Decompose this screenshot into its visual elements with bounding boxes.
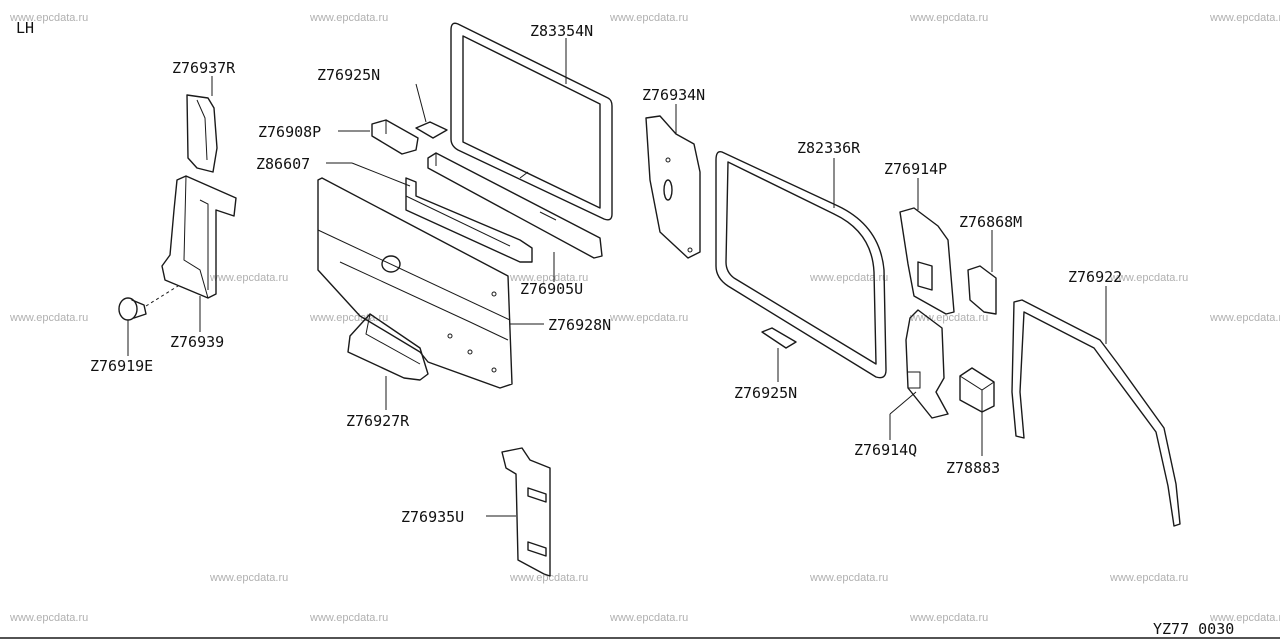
label-z76925n-top[interactable]: Z76925N [317,66,380,84]
part-z76925n-bottom-drawing[interactable] [761,327,797,349]
watermark: www.epcdata.ru [509,572,588,584]
part-z76905u-drawing[interactable] [427,152,603,259]
label-z76935u[interactable]: Z76935U [401,508,464,526]
watermark: www.epcdata.ru [809,272,888,284]
watermark: www.epcdata.ru [9,312,88,324]
side-label: LH [16,19,34,37]
label-z78883[interactable]: Z78883 [946,459,1000,477]
part-z86607-drawing[interactable] [405,177,533,263]
part-z76937r-drawing[interactable] [186,94,218,173]
label-z76928n[interactable]: Z76928N [548,316,611,334]
part-z76925n-top-drawing[interactable] [415,121,448,139]
label-z76908p[interactable]: Z76908P [258,123,321,141]
part-z76927r-drawing[interactable] [347,313,429,381]
watermark: www.epcdata.ru [9,12,88,24]
watermark: www.epcdata.ru [609,612,688,624]
part-z76922-drawing[interactable] [1011,299,1181,527]
watermark: www.epcdata.ru [609,312,688,324]
label-z76922[interactable]: Z76922 [1068,268,1122,286]
part-z76914p-drawing[interactable] [899,207,955,315]
watermark: www.epcdata.ru [1209,12,1280,24]
watermark: www.epcdata.ru [509,272,588,284]
label-z83354n[interactable]: Z83354N [530,22,593,40]
label-z76905u[interactable]: Z76905U [520,280,583,298]
part-z76939-drawing[interactable] [161,175,237,299]
part-z76868m-drawing[interactable] [967,265,997,315]
watermark: www.epcdata.ru [1109,272,1188,284]
part-z76914q-drawing[interactable] [905,309,949,419]
label-z76868m[interactable]: Z76868M [959,213,1022,231]
part-z82336r-drawing[interactable] [715,150,887,379]
watermark: www.epcdata.ru [909,612,988,624]
watermark: www.epcdata.ru [1209,612,1280,624]
part-z76934n-drawing[interactable] [645,115,701,259]
label-z76939[interactable]: Z76939 [170,333,224,351]
part-z76919e-drawing[interactable] [118,285,179,321]
diagram-code: YZ77 0030 [1153,620,1234,638]
watermark: www.epcdata.ru [309,12,388,24]
label-z76937r[interactable]: Z76937R [172,59,236,77]
part-z76928n-drawing[interactable] [317,177,513,389]
label-z76927r[interactable]: Z76927R [346,412,410,430]
label-z76914p[interactable]: Z76914P [884,160,947,178]
label-z86607[interactable]: Z86607 [256,155,310,173]
watermark: www.epcdata.ru [309,612,388,624]
label-z76919e[interactable]: Z76919E [90,357,153,375]
part-labels: Z83354N Z76937R Z76925N Z76908P Z86607 Z… [90,22,1122,526]
watermark: www.epcdata.ru [1209,312,1280,324]
watermark: www.epcdata.ru [809,572,888,584]
label-z76934n[interactable]: Z76934N [642,86,705,104]
watermark: www.epcdata.ru [9,612,88,624]
watermark: www.epcdata.ru [1109,572,1188,584]
watermark: www.epcdata.ru [209,572,288,584]
label-z76925n-bottom[interactable]: Z76925N [734,384,797,402]
label-z76914q[interactable]: Z76914Q [854,441,917,459]
part-z76908p-drawing[interactable] [371,119,419,155]
part-z83354n-drawing[interactable] [450,22,613,221]
label-z82336r[interactable]: Z82336R [797,139,861,157]
leader-lines [127,38,1107,517]
watermark: www.epcdata.ru [609,12,688,24]
watermark: www.epcdata.ru [909,12,988,24]
watermark: www.epcdata.ru [209,272,288,284]
part-z78883-drawing[interactable] [959,367,995,413]
watermark: www.epcdata.ru [909,312,988,324]
part-z76935u-drawing[interactable] [501,447,551,577]
